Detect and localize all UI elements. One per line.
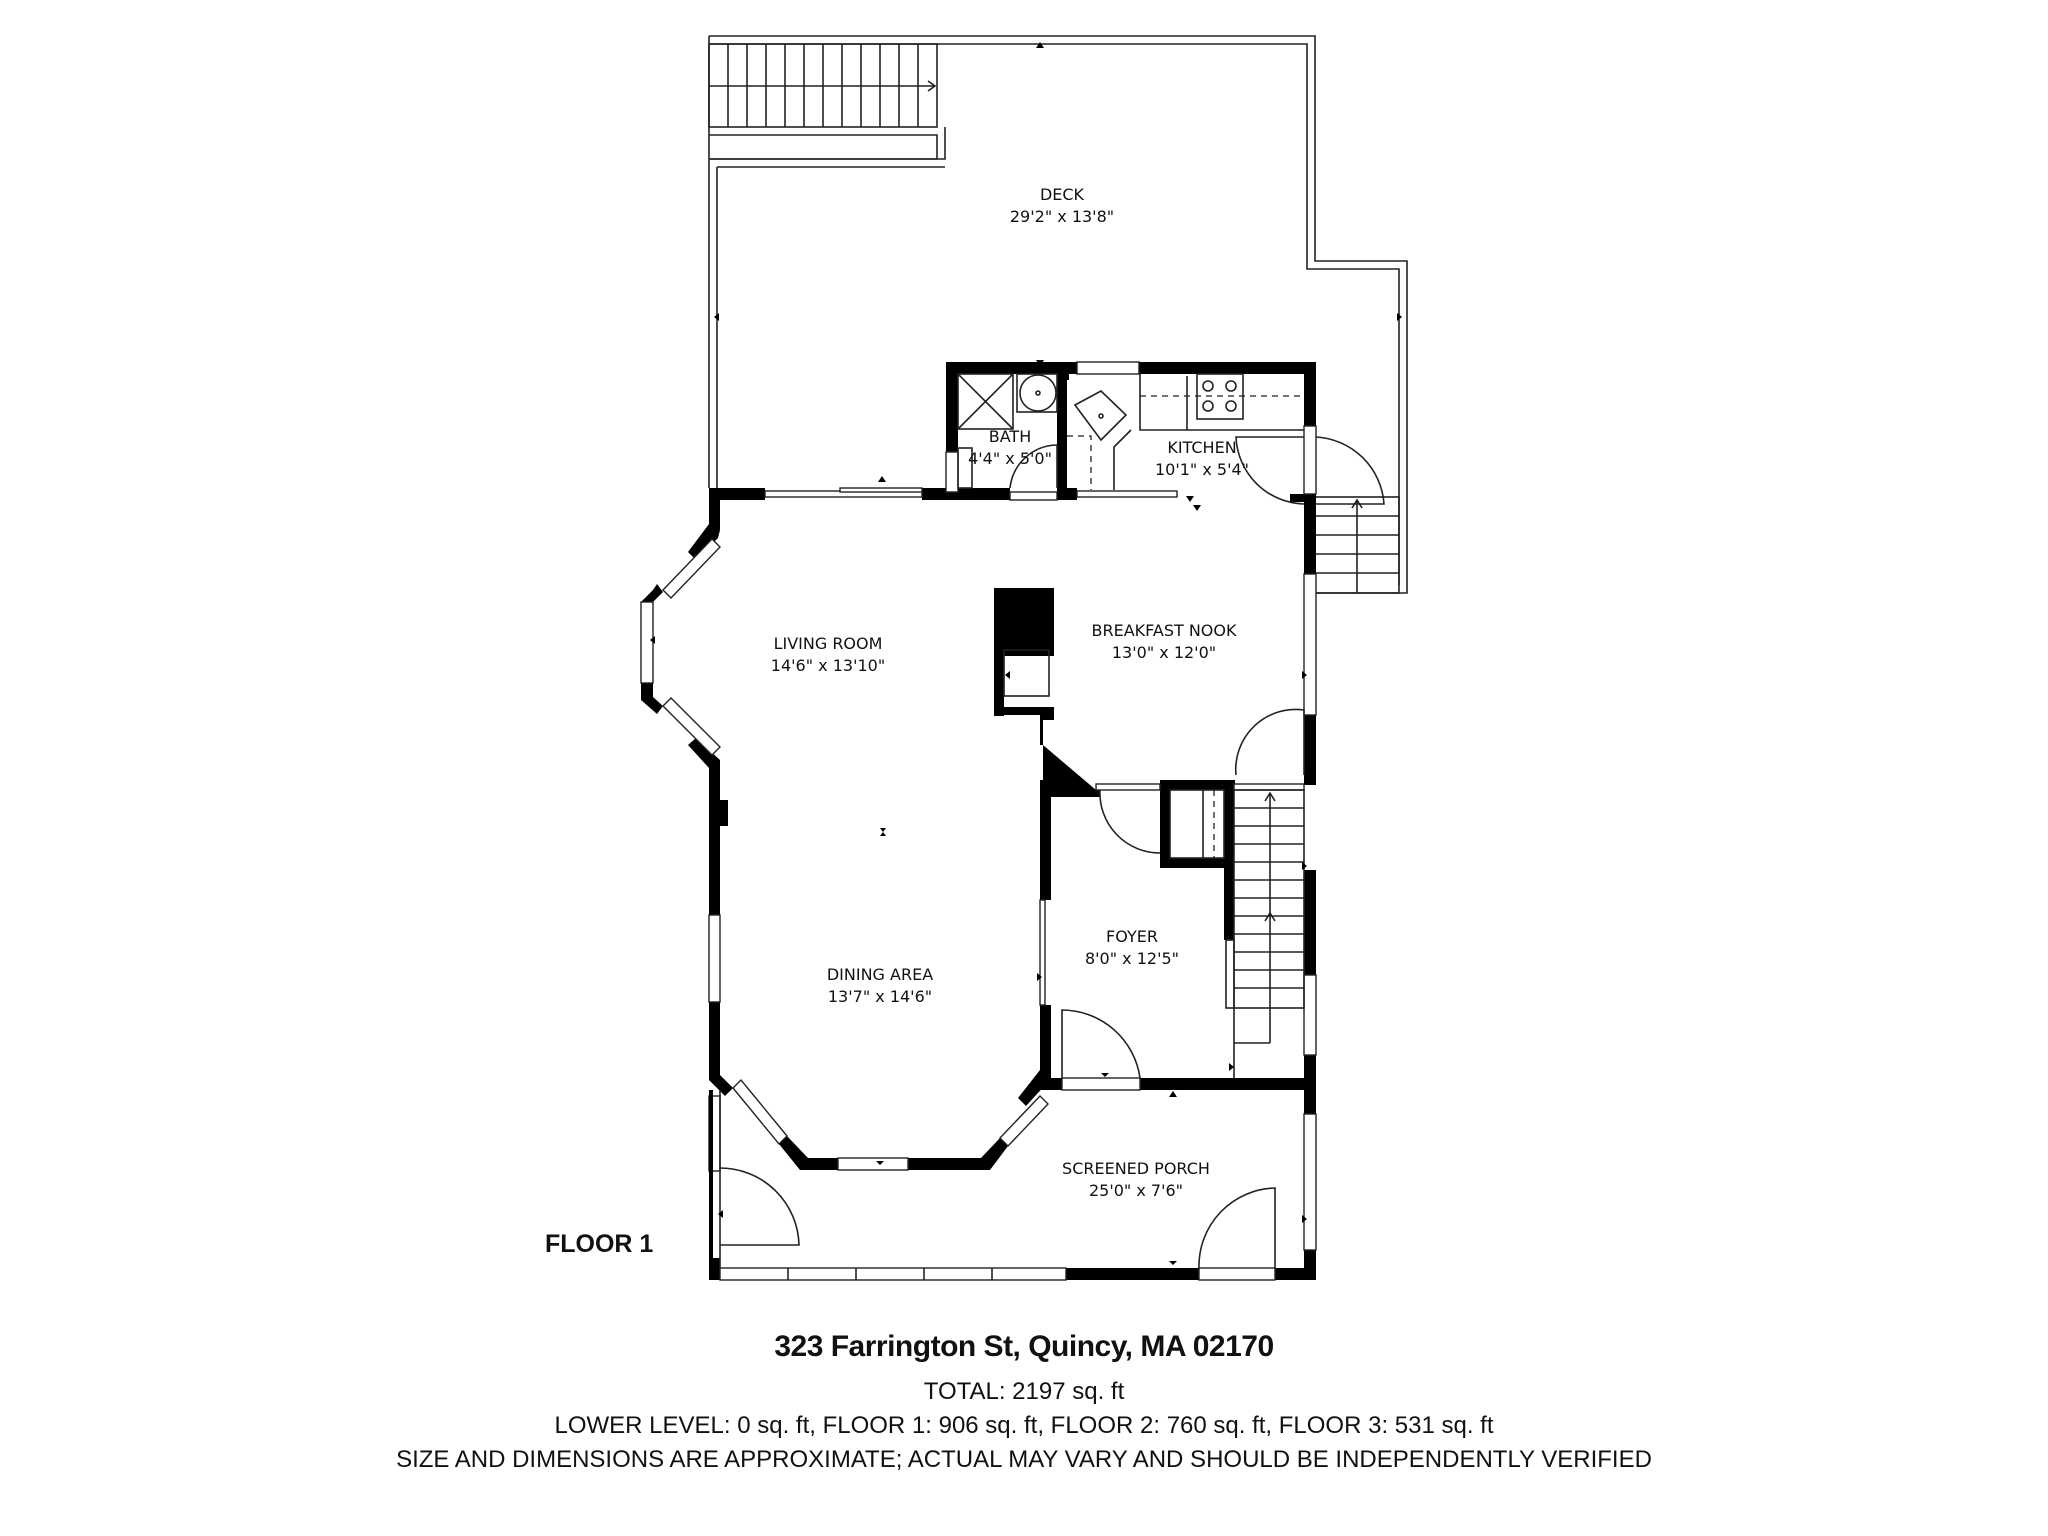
- main-stairs: [1225, 789, 1305, 1078]
- room-dims: 8'0" x 12'5": [1085, 949, 1179, 968]
- room-label-breakfast-nook: BREAKFAST NOOK 13'0" x 12'0": [1092, 621, 1237, 662]
- room-name: FOYER: [1106, 927, 1158, 946]
- room-name: DECK: [1040, 185, 1085, 204]
- room-label-dining-area: DINING AREA 13'7" x 14'6": [827, 965, 933, 1006]
- room-dims: 25'0" x 7'6": [1089, 1181, 1183, 1200]
- room-name: KITCHEN: [1167, 438, 1236, 457]
- room-name: BATH: [989, 427, 1031, 446]
- room-label-living-room: LIVING ROOM 14'6" x 13'10": [771, 634, 885, 675]
- room-label-foyer: FOYER 8'0" x 12'5": [1085, 927, 1179, 968]
- room-name: BREAKFAST NOOK: [1092, 621, 1237, 640]
- walls: [641, 362, 1316, 1280]
- fixtures: [719, 373, 1385, 1269]
- room-name: SCREENED PORCH: [1062, 1159, 1210, 1178]
- room-dims: 14'6" x 13'10": [771, 656, 885, 675]
- property-address: 323 Farrington St, Quincy, MA 02170: [774, 1330, 1274, 1363]
- exterior-stairs: [1314, 496, 1400, 594]
- room-label-kitchen: KITCHEN 10'1" x 5'4": [1155, 438, 1249, 479]
- level-areas: LOWER LEVEL: 0 sq. ft, FLOOR 1: 906 sq. …: [554, 1412, 1494, 1439]
- room-name: LIVING ROOM: [774, 634, 883, 653]
- deck-stairs: [708, 43, 938, 128]
- total-area: TOTAL: 2197 sq. ft: [923, 1378, 1125, 1405]
- room-label-deck: DECK 29'2" x 13'8": [1010, 185, 1114, 226]
- room-label-bath: BATH 4'4" x 5'0": [968, 427, 1052, 468]
- room-name: DINING AREA: [827, 965, 933, 984]
- room-dims: 29'2" x 13'8": [1010, 207, 1114, 226]
- floor-label: FLOOR 1: [545, 1230, 654, 1258]
- room-dims: 4'4" x 5'0": [968, 449, 1052, 468]
- room-dims: 13'0" x 12'0": [1112, 643, 1216, 662]
- windows: [640, 361, 1317, 1281]
- room-dims: 10'1" x 5'4": [1155, 460, 1249, 479]
- deck: [708, 35, 1408, 594]
- disclaimer: SIZE AND DIMENSIONS ARE APPROXIMATE; ACT…: [396, 1446, 1652, 1473]
- room-dims: 13'7" x 14'6": [828, 987, 932, 1006]
- room-label-screened-porch: SCREENED PORCH 25'0" x 7'6": [1062, 1159, 1210, 1200]
